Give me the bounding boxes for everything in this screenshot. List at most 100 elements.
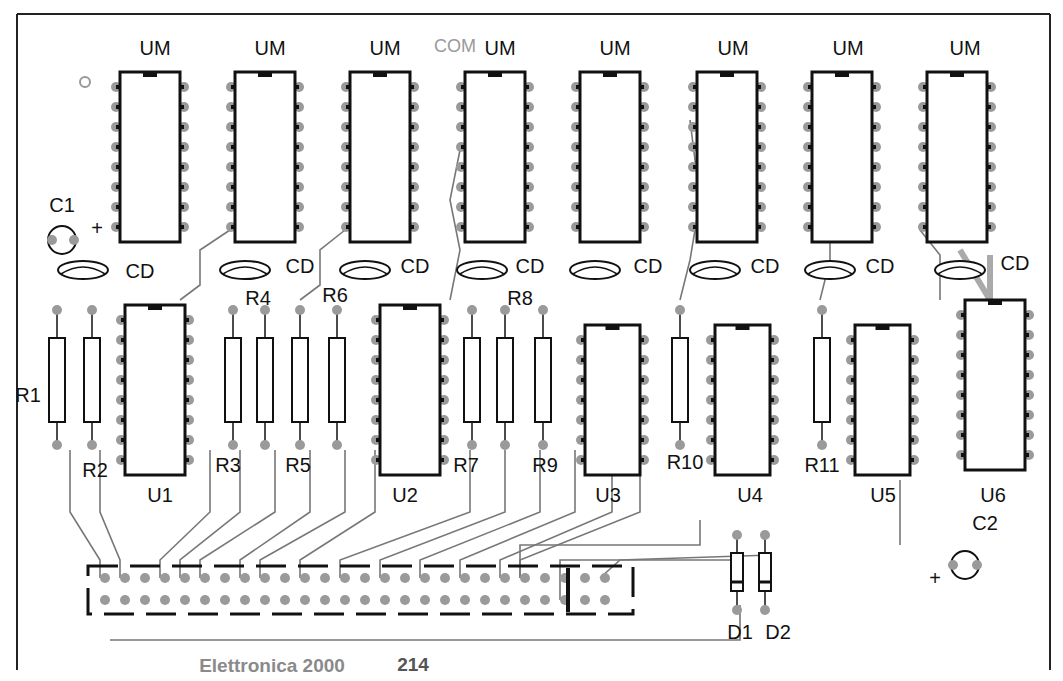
ic-notch (488, 72, 502, 77)
solder-pad (540, 595, 550, 605)
solder-pad (600, 595, 610, 605)
ic-notch (988, 300, 1002, 305)
solder-pad (220, 595, 230, 605)
solder-pad (47, 235, 57, 245)
resistor-symbol (292, 338, 308, 422)
part-label: R9 (532, 455, 558, 475)
resistor-symbol (225, 338, 241, 422)
polarity-mark: + (91, 218, 103, 238)
solder-pad (440, 595, 450, 605)
edge-connector (88, 566, 633, 614)
solder-pad (675, 305, 685, 315)
part-label: R11 (804, 455, 839, 475)
solder-pad (140, 573, 150, 583)
ic-body (125, 305, 185, 475)
capacitor-diode-symbol (573, 267, 617, 274)
resistor-symbol (84, 338, 100, 422)
resistor-symbol (497, 338, 513, 422)
solder-pad (500, 440, 510, 450)
solder-pad (300, 595, 310, 605)
solder-pad (120, 595, 130, 605)
solder-pad (228, 440, 238, 450)
mounting-hole (80, 77, 90, 87)
capacitor-diode-symbol (690, 261, 740, 279)
solder-pad (467, 305, 477, 315)
ic-notch (720, 72, 734, 77)
solder-pad (87, 440, 97, 450)
solder-pad (332, 305, 342, 315)
part-label: U3 (595, 485, 621, 505)
ic-notch (143, 72, 157, 77)
ic-body (715, 325, 770, 475)
part-label: U1 (147, 485, 173, 505)
ic-notch (148, 305, 162, 310)
capacitor-diode-symbol (343, 267, 387, 274)
solder-pad (100, 595, 110, 605)
ic-label: UM (369, 38, 400, 58)
part-label: D1 (727, 622, 753, 642)
part-label: C1 (49, 195, 75, 215)
ic-body (350, 72, 410, 242)
part-label: CD (634, 256, 663, 276)
part-label: CD (1001, 253, 1030, 273)
part-label: U2 (392, 485, 418, 505)
page-number: 214 (397, 655, 429, 674)
capacitor-diode-symbol (570, 261, 620, 279)
capacitor-diode-symbol (223, 267, 267, 274)
solder-pad (320, 573, 330, 583)
part-label: R7 (453, 455, 479, 475)
solder-pad (948, 560, 958, 570)
part-label: R10 (667, 452, 704, 472)
solder-pad (140, 595, 150, 605)
diode-band (759, 581, 771, 584)
part-label: R2 (82, 460, 108, 480)
solder-pad (340, 595, 350, 605)
ic-label: UM (254, 38, 285, 58)
part-label: CD (516, 256, 545, 276)
ic-notch (373, 72, 387, 77)
ic-notch (835, 72, 849, 77)
solder-pad (732, 605, 742, 615)
solder-pad (120, 573, 130, 583)
capacitor-diode-symbol (938, 267, 982, 274)
ic-label: UM (832, 38, 863, 58)
solder-pad (420, 595, 430, 605)
solder-pad (732, 530, 742, 540)
ic-notch (736, 325, 750, 330)
components (47, 72, 1034, 615)
ic-notch (950, 72, 964, 77)
ic-label: UM (139, 38, 170, 58)
ic-body (697, 72, 757, 242)
resistor-symbol (329, 338, 345, 422)
capacitor-diode-symbol (935, 261, 985, 279)
solder-pad (380, 595, 390, 605)
ic-label: UM (949, 38, 980, 58)
solder-pad (69, 235, 79, 245)
ic-notch (403, 305, 417, 310)
part-label: C2 (972, 513, 998, 533)
copper-trace (600, 555, 770, 578)
capacitor-diode-symbol (808, 267, 852, 274)
ic-notch (258, 72, 272, 77)
part-label: CD (286, 256, 315, 276)
solder-pad (280, 573, 290, 583)
solder-pad (467, 440, 477, 450)
solder-pad (240, 595, 250, 605)
solder-pad (500, 573, 510, 583)
ic-label: UM (717, 38, 748, 58)
diode-symbol (731, 553, 743, 591)
solder-pad (332, 440, 342, 450)
solder-pad (360, 595, 370, 605)
ic-label: UM (484, 38, 515, 58)
ic-body (120, 72, 180, 242)
part-label: R8 (507, 288, 533, 308)
board-frame (17, 14, 1050, 670)
ic-body (580, 72, 640, 242)
solder-pad (600, 573, 610, 583)
solder-pad (228, 305, 238, 315)
ic-body (927, 72, 987, 242)
part-label: CD (126, 261, 155, 281)
solder-pad (400, 573, 410, 583)
